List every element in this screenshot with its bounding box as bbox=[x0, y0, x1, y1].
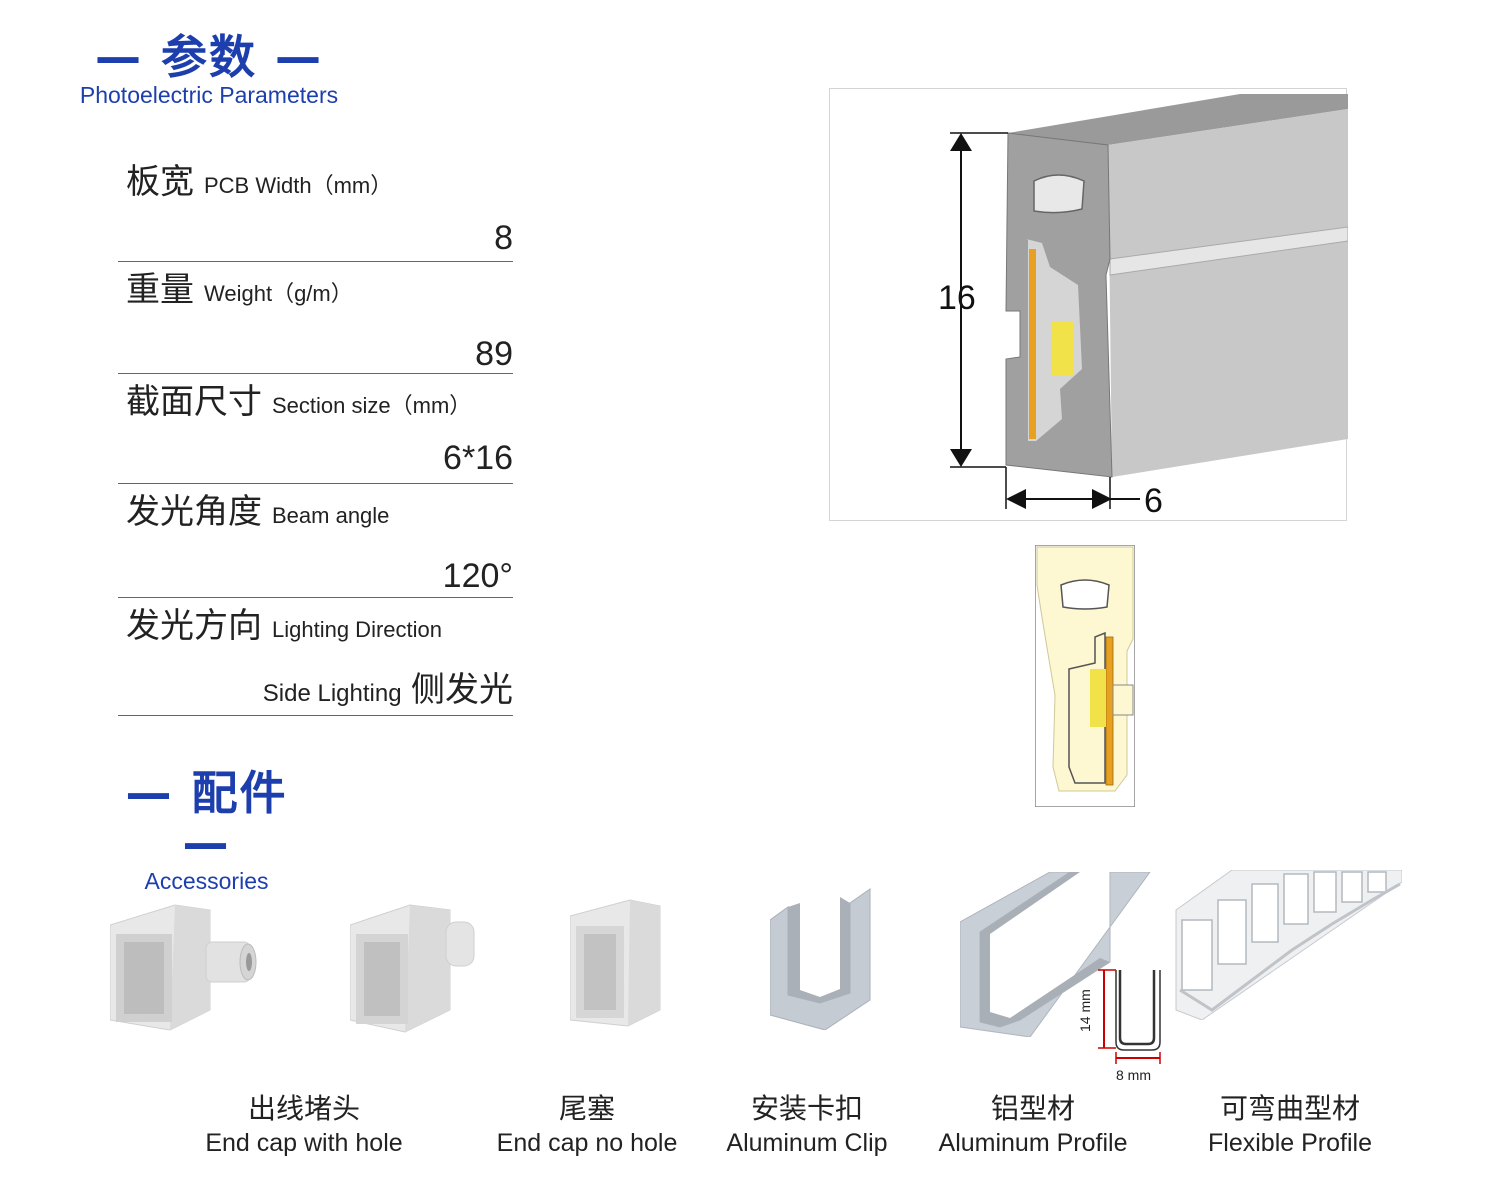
accessories-row: 14 mm 8 mm 出线堵头 End cap with hole 尾塞 End… bbox=[0, 860, 1500, 1200]
profile-top-face bbox=[1008, 94, 1348, 145]
profile-outline bbox=[1118, 970, 1156, 1046]
param-label-en: Lighting Direction bbox=[272, 617, 442, 642]
accessory-aluminum-profile: 铝型材 Aluminum Profile bbox=[920, 1092, 1146, 1160]
params-header-en: Photoelectric Parameters bbox=[79, 82, 339, 108]
section-led bbox=[1090, 669, 1106, 727]
params-header: — 参数 — Photoelectric Parameters bbox=[70, 32, 348, 108]
profile-dimension-sketch: 14 mm 8 mm bbox=[1077, 969, 1161, 1083]
aluminum-profile-image bbox=[960, 872, 1151, 1037]
accessory-label-en: Aluminum Clip bbox=[726, 1129, 888, 1157]
width-arrow-left bbox=[1006, 489, 1026, 509]
param-label-en: Beam angle bbox=[272, 503, 390, 528]
param-label-zh: 截面尺寸 bbox=[126, 382, 262, 422]
accessories-header-zh: — 配件 — bbox=[125, 766, 288, 870]
accessory-end-cap-no-hole: 尾塞 End cap no hole bbox=[480, 1092, 694, 1160]
param-pcb-width: 板宽 PCB Width（mm） 8 bbox=[118, 150, 513, 262]
profile-height-label: 14 mm bbox=[1077, 989, 1093, 1032]
param-label-zh: 板宽 bbox=[126, 162, 194, 202]
accessory-flexible-profile: 可弯曲型材 Flexible Profile bbox=[1192, 1092, 1388, 1160]
param-label-zh: 重量 bbox=[126, 270, 194, 310]
accessory-label-en: End cap no hole bbox=[496, 1129, 678, 1157]
parameter-list: 板宽 PCB Width（mm） 8 重量 Weight（g/m） 89 截面尺寸 S… bbox=[118, 150, 513, 716]
accessory-label-en: End cap with hole bbox=[205, 1129, 403, 1157]
aluminum-clip-image bbox=[770, 888, 871, 1030]
accessory-label-zh: 可弯曲型材 bbox=[1219, 1092, 1360, 1125]
accessory-aluminum-clip: 安装卡扣 Aluminum Clip bbox=[712, 1092, 902, 1160]
height-dimension-label: 16 bbox=[938, 279, 976, 317]
accessory-label-en: Flexible Profile bbox=[1208, 1129, 1372, 1157]
param-weight: 重量 Weight（g/m） 89 bbox=[118, 262, 513, 374]
led-chip bbox=[1051, 321, 1073, 376]
param-label-en: Section size（mm） bbox=[272, 393, 472, 418]
param-label-zh: 发光方向 bbox=[126, 606, 262, 646]
accessory-label-zh: 铝型材 bbox=[990, 1092, 1075, 1125]
section-top-hole bbox=[1060, 579, 1110, 610]
profile-width-label: 8 mm bbox=[1116, 1067, 1151, 1083]
param-beam-angle: 发光角度 Beam angle 120° bbox=[118, 484, 513, 598]
accessories-header: — 配件 — Accessories bbox=[104, 768, 309, 894]
pcb-strip bbox=[1029, 249, 1036, 439]
param-lighting-direction: 发光方向 Lighting Direction Side Lighting 侧发光 bbox=[118, 598, 513, 716]
width-dimension-label: 6 bbox=[1144, 482, 1163, 520]
accessory-end-cap-with-hole: 出线堵头 End cap with hole bbox=[188, 1092, 420, 1160]
param-label-en: Weight（g/m） bbox=[204, 281, 353, 306]
end-cap-with-hole-back-image bbox=[350, 904, 475, 1033]
param-value: 120° bbox=[442, 557, 513, 595]
flexible-profile-image bbox=[1175, 870, 1402, 1020]
accessories-header-en: Accessories bbox=[144, 868, 269, 894]
end-cap-with-hole-image bbox=[110, 904, 257, 1031]
accessory-label-zh: 安装卡扣 bbox=[750, 1092, 863, 1125]
param-value: 8 bbox=[494, 219, 513, 257]
dimension-diagram: 16 6 bbox=[829, 88, 1348, 521]
height-arrow-bottom bbox=[950, 449, 972, 467]
end-cap-no-hole-image bbox=[570, 899, 661, 1027]
profile-top-hole bbox=[1033, 174, 1085, 214]
param-value-en: Side Lighting bbox=[262, 680, 402, 707]
accessory-label-zh: 出线堵头 bbox=[247, 1092, 360, 1125]
width-arrow-right bbox=[1092, 489, 1112, 509]
height-arrow-top bbox=[950, 133, 972, 151]
param-label-zh: 发光角度 bbox=[126, 492, 262, 532]
accessory-label-en: Aluminum Profile bbox=[938, 1129, 1128, 1157]
section-pcb bbox=[1105, 636, 1114, 786]
param-value: 89 bbox=[475, 335, 513, 373]
profile-groove bbox=[1109, 226, 1348, 276]
param-label-en: PCB Width（mm） bbox=[204, 173, 393, 198]
section-side-tab bbox=[1112, 684, 1134, 716]
param-section-size: 截面尺寸 Section size（mm） 6*16 bbox=[118, 374, 513, 484]
accessory-label-zh: 尾塞 bbox=[558, 1092, 615, 1125]
profile-side-face bbox=[1108, 109, 1348, 477]
param-value: 6*16 bbox=[443, 439, 513, 477]
cross-section-view bbox=[1035, 545, 1135, 807]
param-value-zh: 侧发光 bbox=[411, 670, 513, 710]
section-cavity bbox=[1068, 631, 1106, 784]
params-header-zh: — 参数 — bbox=[94, 30, 324, 84]
